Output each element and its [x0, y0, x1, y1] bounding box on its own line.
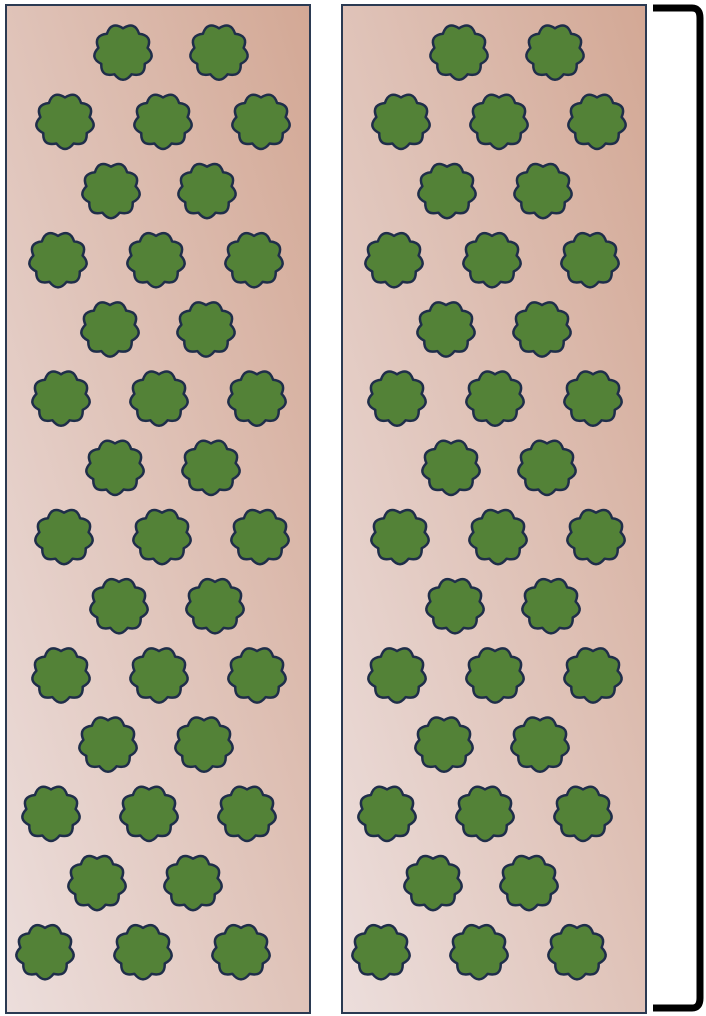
panels-layer [6, 5, 646, 1013]
right-brace-icon [653, 8, 700, 1008]
shrub-icon [177, 302, 234, 356]
shrub-icon [514, 164, 571, 218]
shrub-icon [228, 648, 285, 702]
shrub-icon [82, 164, 139, 218]
left-panel [6, 5, 310, 1013]
shrub-icon [178, 164, 235, 218]
shrub-icon [231, 510, 288, 564]
shrub-icon [365, 233, 422, 287]
shrub-icon [228, 372, 285, 426]
shrub-icon [29, 233, 86, 287]
shrub-icon [86, 441, 143, 495]
shrub-icon [186, 579, 243, 633]
shrub-icon [35, 510, 92, 564]
left-panel-background [6, 5, 310, 1013]
shrub-icon [372, 95, 429, 149]
shrub-icon [415, 718, 472, 772]
shrub-icon [500, 856, 557, 910]
shrub-icon [422, 441, 479, 495]
shrub-icon [513, 302, 570, 356]
shrub-icon [175, 718, 232, 772]
shrub-icon [418, 164, 475, 218]
shrub-icon [371, 510, 428, 564]
shrub-icon [417, 302, 474, 356]
shrub-icon [522, 579, 579, 633]
shrub-icon [120, 787, 177, 841]
shrub-icon [164, 856, 221, 910]
shrub-icon [568, 95, 625, 149]
shrub-icon [567, 510, 624, 564]
shrub-icon [114, 925, 171, 979]
shrub-icon [450, 925, 507, 979]
shrub-icon [90, 579, 147, 633]
right-panel-background [342, 5, 646, 1013]
shrub-icon [404, 856, 461, 910]
shrub-icon [561, 233, 618, 287]
shrub-icon [182, 441, 239, 495]
shrub-icon [526, 26, 583, 80]
shrub-icon [430, 26, 487, 80]
right-panel [342, 5, 646, 1013]
shrub-icon [225, 233, 282, 287]
shrub-icon [212, 925, 269, 979]
shrub-icon [133, 510, 190, 564]
shrub-icon [518, 441, 575, 495]
shrub-icon [352, 925, 409, 979]
shrub-icon [466, 648, 523, 702]
shrub-icon [548, 925, 605, 979]
shrub-icon [190, 26, 247, 80]
shrub-icon [466, 372, 523, 426]
shrub-icon [16, 925, 73, 979]
shrub-icon [79, 718, 136, 772]
shrub-icon [94, 26, 151, 80]
shrub-icon [134, 95, 191, 149]
shrub-icon [130, 648, 187, 702]
shrub-icon [469, 510, 526, 564]
shrub-icon [68, 856, 125, 910]
shrub-icon [554, 787, 611, 841]
shrub-icon [218, 787, 275, 841]
shrub-icon [32, 648, 89, 702]
shrub-icon [81, 302, 138, 356]
shrub-icon [511, 718, 568, 772]
shrub-icon [130, 372, 187, 426]
shrub-icon [127, 233, 184, 287]
shrub-icon [368, 372, 425, 426]
shrub-icon [32, 372, 89, 426]
shrub-icon [426, 579, 483, 633]
shrub-icon [22, 787, 79, 841]
shrub-icon [358, 787, 415, 841]
shrub-icon [463, 233, 520, 287]
shrub-icon [564, 372, 621, 426]
shrub-icon [36, 95, 93, 149]
shrub-icon [232, 95, 289, 149]
shrub-icon [456, 787, 513, 841]
shrub-icon [368, 648, 425, 702]
shrub-icon [564, 648, 621, 702]
shrub-icon [470, 95, 527, 149]
